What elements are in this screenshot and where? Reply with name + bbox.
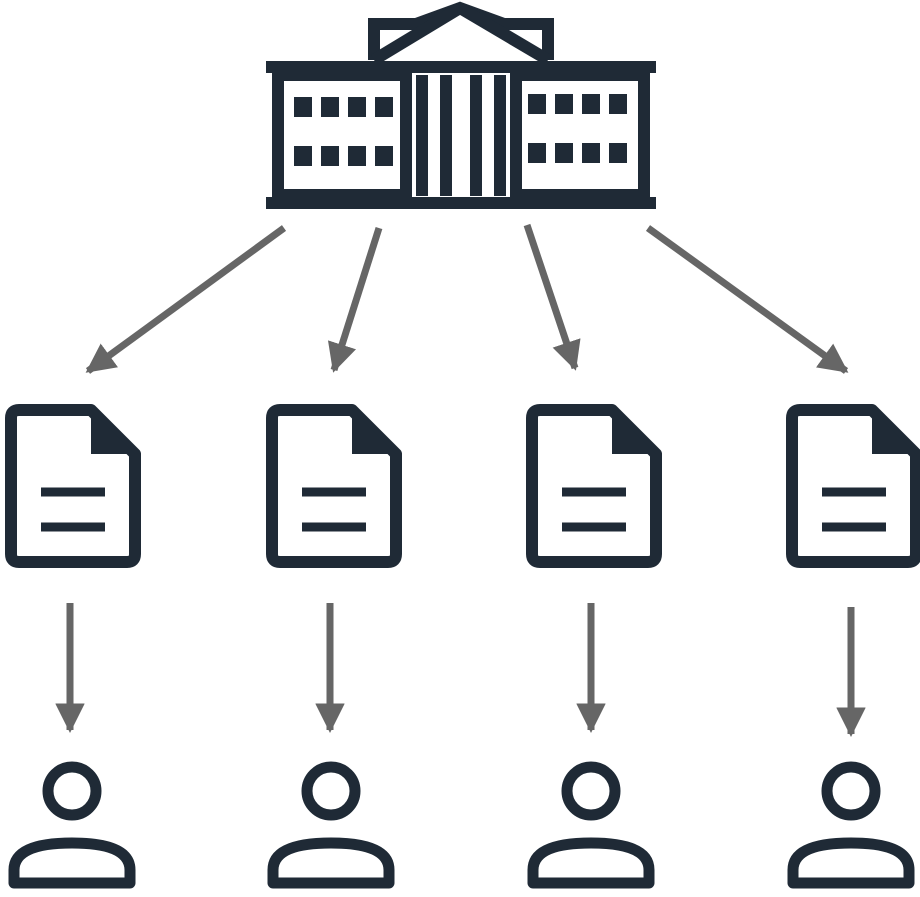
arrow-to-document-2 — [327, 226, 383, 373]
document-icon — [786, 404, 920, 568]
arrow-to-document-1 — [85, 225, 287, 374]
person-icon — [8, 761, 136, 889]
document-icon — [526, 404, 662, 568]
government-building-icon — [266, 1, 656, 209]
person-icon — [787, 761, 915, 889]
building-windows — [294, 94, 627, 166]
person-icon — [527, 761, 655, 889]
arrow-to-document-3 — [523, 223, 581, 371]
person-icon — [267, 761, 395, 889]
document-icon — [5, 404, 141, 568]
document-to-person-arrows — [55, 603, 866, 737]
document-icon — [266, 404, 402, 568]
building-to-document-arrows — [85, 223, 849, 374]
arrow-to-document-4 — [645, 225, 849, 374]
